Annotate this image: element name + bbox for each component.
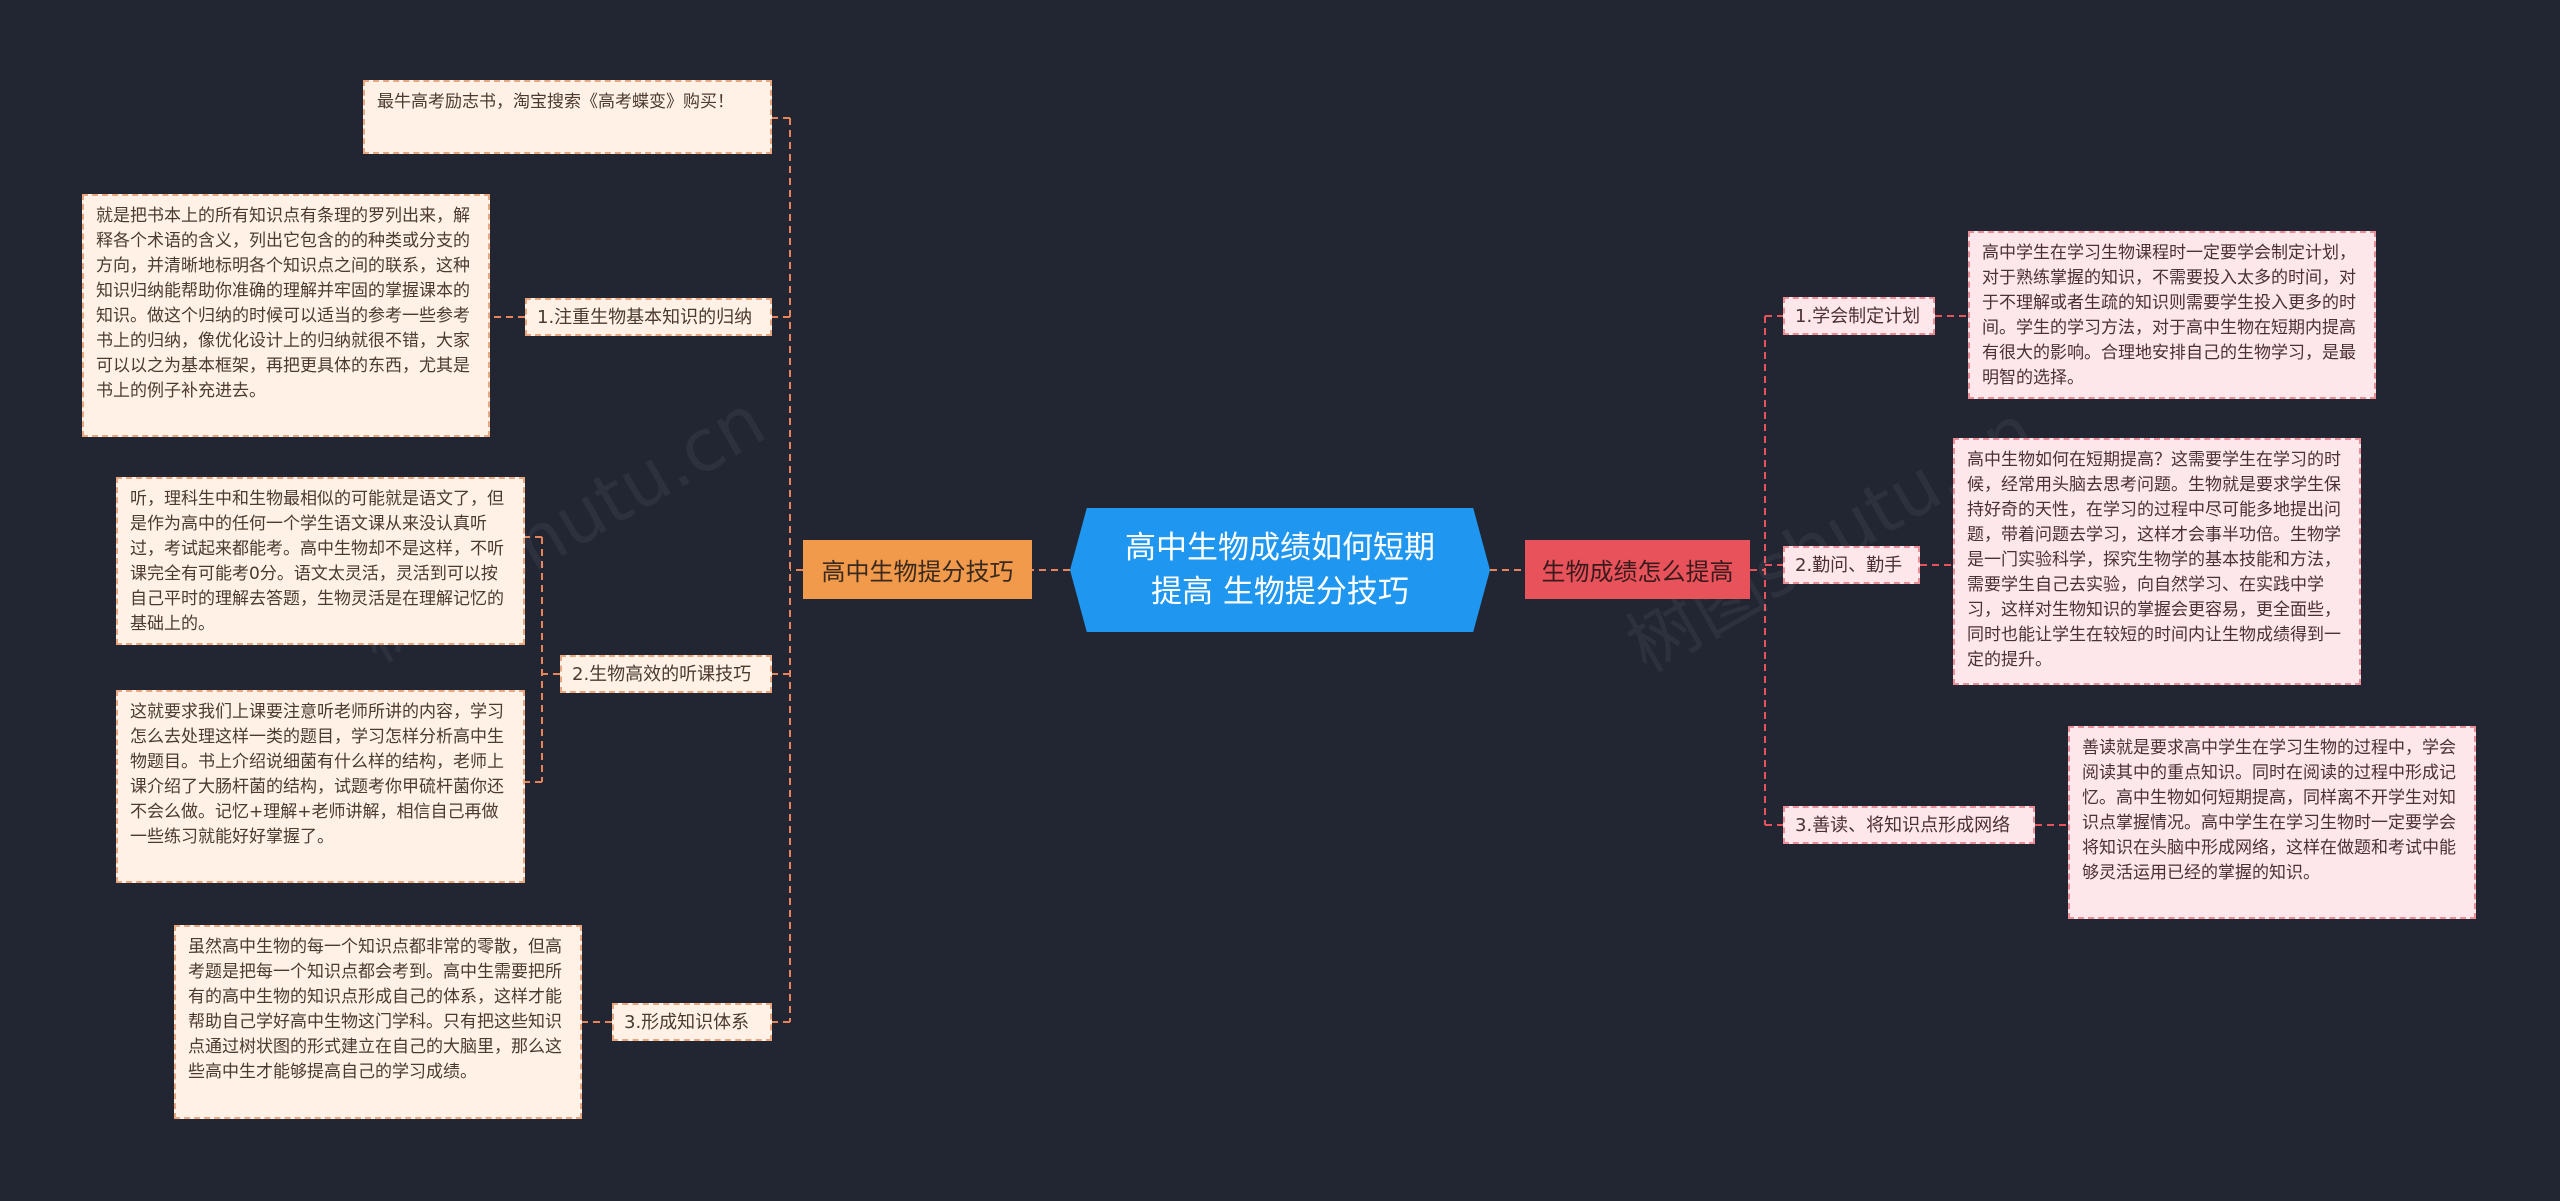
- right-item-3-label: 3.善读、将知识点形成网络: [1795, 815, 2011, 836]
- right-item-1-label: 1.学会制定计划: [1795, 306, 1921, 327]
- left-item-3-label: 3.形成知识体系: [624, 1012, 750, 1033]
- right-item-2-detail[interactable]: 高中生物如何在短期提高？这需要学生在学习的时候，经常用头脑去思考问题。生物就是要…: [1953, 438, 2361, 685]
- left-item-1[interactable]: 1.注重生物基本知识的归纳: [525, 298, 772, 336]
- right-item-2[interactable]: 2.勤问、勤手: [1783, 546, 1920, 584]
- branch-right-main[interactable]: 生物成绩怎么提高: [1525, 540, 1750, 599]
- central-topic[interactable]: 高中生物成绩如何短期提高 生物提分技巧: [1070, 508, 1490, 632]
- branch-right-title: 生物成绩怎么提高: [1541, 558, 1734, 586]
- left-item-3-detail[interactable]: 虽然高中生物的每一个知识点都非常的零散，但高考题是把每一个知识点都会考到。高中生…: [174, 925, 582, 1119]
- left-item-2-detail-1[interactable]: 听，理科生中和生物最相似的可能就是语文了，但是作为高中的任何一个学生语文课从来没…: [116, 477, 525, 645]
- right-item-1-detail[interactable]: 高中学生在学习生物课程时一定要学会制定计划，对于熟练掌握的知识，不需要投入太多的…: [1968, 231, 2376, 399]
- central-topic-text: 高中生物成绩如何短期提高 生物提分技巧: [1125, 530, 1435, 610]
- left-item-2-label: 2.生物高效的听课技巧: [572, 664, 752, 685]
- right-item-2-label: 2.勤问、勤手: [1795, 555, 1903, 576]
- left-item-1-label: 1.注重生物基本知识的归纳: [537, 307, 753, 328]
- branch-left-main[interactable]: 高中生物提分技巧: [803, 540, 1032, 599]
- left-item-2[interactable]: 2.生物高效的听课技巧: [560, 655, 772, 693]
- left-item-1-detail[interactable]: 就是把书本上的所有知识点有条理的罗列出来，解释各个术语的含义，列出它包含的的种类…: [82, 194, 490, 437]
- branch-left-title: 高中生物提分技巧: [821, 558, 1014, 586]
- left-item-2-detail-2[interactable]: 这就要求我们上课要注意听老师所讲的内容，学习怎么去处理这样一类的题目，学习怎样分…: [116, 690, 525, 883]
- right-item-1[interactable]: 1.学会制定计划: [1783, 297, 1935, 335]
- left-note[interactable]: 最牛高考励志书，淘宝搜索《高考蝶变》购买！: [363, 80, 772, 154]
- left-item-3[interactable]: 3.形成知识体系: [612, 1003, 772, 1041]
- right-item-3[interactable]: 3.善读、将知识点形成网络: [1783, 806, 2035, 844]
- right-item-3-detail[interactable]: 善读就是要求高中学生在学习生物的过程中，学会阅读其中的重点知识。同时在阅读的过程…: [2068, 726, 2476, 919]
